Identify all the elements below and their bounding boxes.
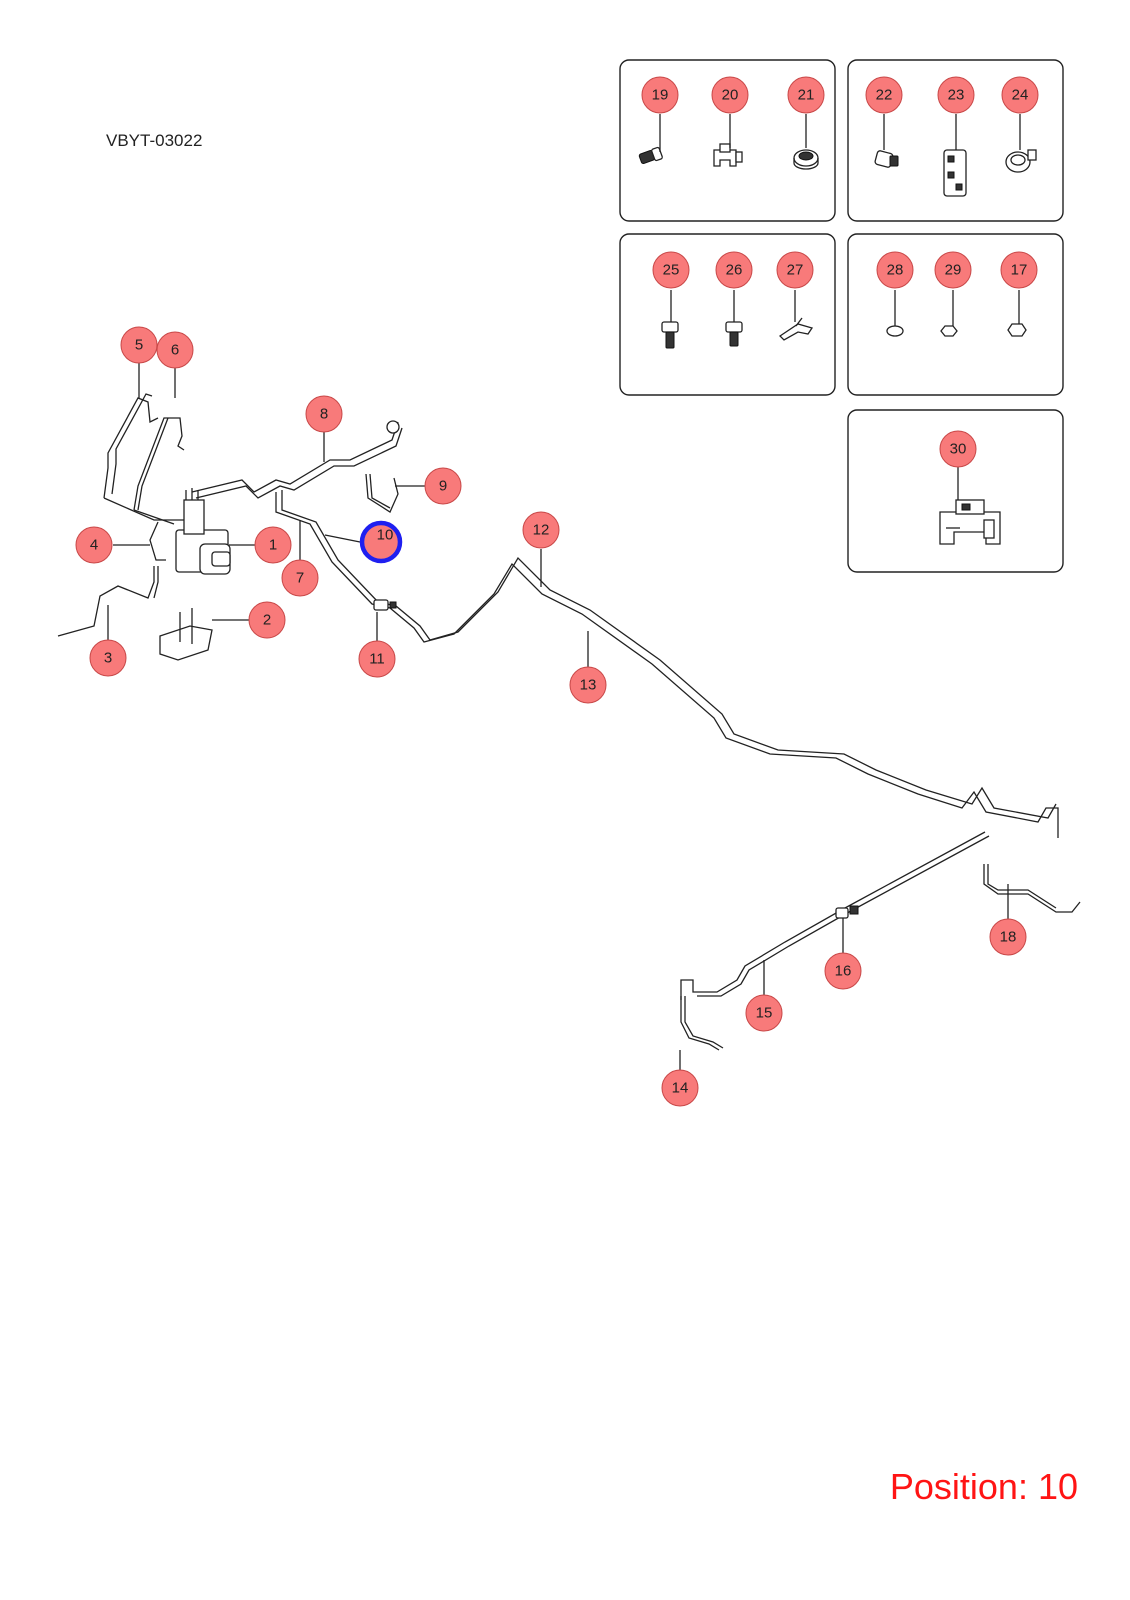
callout-label: 18	[1000, 929, 1017, 946]
callout-label: 22	[876, 87, 893, 104]
callout-7[interactable]: 7	[281, 559, 319, 597]
callout-label: 3	[104, 650, 112, 667]
callout-label: 1	[269, 537, 277, 554]
parts-panels	[619, 59, 1064, 573]
callout-label: 17	[1011, 262, 1028, 279]
callout-17[interactable]: 17	[1000, 251, 1038, 289]
callout-14[interactable]: 14	[661, 1069, 699, 1107]
callout-29[interactable]: 29	[934, 251, 972, 289]
clip-part	[713, 143, 743, 167]
callout-9[interactable]: 9	[424, 467, 462, 505]
callout-3[interactable]: 3	[89, 639, 127, 677]
callout-19[interactable]: 19	[641, 76, 679, 114]
callout-24[interactable]: 24	[1001, 76, 1039, 114]
callout-6[interactable]: 6	[156, 331, 194, 369]
callout-8[interactable]: 8	[305, 395, 343, 433]
abs-modulator-unit	[175, 488, 231, 575]
callout-label: 7	[296, 570, 304, 587]
callout-label: 10	[377, 527, 394, 544]
drawing-code: VBYT-03022	[106, 131, 203, 150]
nut-part	[940, 325, 958, 337]
callout-label: 30	[950, 441, 967, 458]
callout-15[interactable]: 15	[745, 994, 783, 1032]
callout-16[interactable]: 16	[824, 952, 862, 990]
callout-label: 12	[533, 522, 550, 539]
clip-assembly-part	[939, 499, 1001, 545]
bracket-part	[778, 317, 814, 341]
callout-label: 4	[90, 537, 98, 554]
block-part	[943, 149, 967, 197]
callout-18[interactable]: 18	[989, 918, 1027, 956]
callout-20[interactable]: 20	[711, 76, 749, 114]
callout-label: 26	[726, 262, 743, 279]
small-parts	[638, 143, 1037, 545]
callout-label: 6	[171, 342, 179, 359]
line-clip	[373, 599, 397, 611]
callout-26[interactable]: 26	[715, 251, 753, 289]
callout-label: 23	[948, 87, 965, 104]
callout-label: 27	[787, 262, 804, 279]
callout-label: 28	[887, 262, 904, 279]
leader-lines	[107, 114, 1021, 1070]
callout-label: 24	[1012, 87, 1029, 104]
callout-label: 15	[756, 1005, 773, 1022]
ring-clamp-part	[1005, 149, 1037, 173]
callout-label: 5	[135, 337, 143, 354]
callout-2[interactable]: 2	[248, 601, 286, 639]
grommet-part	[793, 149, 819, 170]
callout-label: 29	[945, 262, 962, 279]
callout-5[interactable]: 5	[120, 326, 158, 364]
callout-label: 19	[652, 87, 669, 104]
callout-22[interactable]: 22	[865, 76, 903, 114]
callout-23[interactable]: 23	[937, 76, 975, 114]
callout-30[interactable]: 30	[939, 430, 977, 468]
callout-label: 2	[263, 612, 271, 629]
position-label: Position: 10	[889, 1466, 1078, 1507]
callouts: 1 2 3 4 5 6 7 8 9 10 11 12 13 14 15 16 1…	[75, 76, 1039, 1107]
callout-label: 25	[663, 262, 680, 279]
brake-lines	[57, 393, 1081, 1051]
callout-10[interactable]: 10	[359, 520, 403, 564]
callout-label: 8	[320, 406, 328, 423]
callout-11[interactable]: 11	[358, 640, 396, 678]
callout-27[interactable]: 27	[776, 251, 814, 289]
callout-label: 9	[439, 478, 447, 495]
callout-4[interactable]: 4	[75, 526, 113, 564]
callout-25[interactable]: 25	[652, 251, 690, 289]
callout-1[interactable]: 1	[254, 526, 292, 564]
washer-part	[886, 325, 904, 337]
callout-13[interactable]: 13	[569, 666, 607, 704]
callout-12[interactable]: 12	[522, 511, 560, 549]
callout-21[interactable]: 21	[787, 76, 825, 114]
panel-30	[847, 409, 1064, 573]
callout-label: 21	[798, 87, 815, 104]
callout-label: 11	[369, 651, 385, 668]
callout-28[interactable]: 28	[876, 251, 914, 289]
line-fitting	[835, 905, 859, 919]
bolt-part	[661, 321, 679, 349]
callout-label: 13	[580, 677, 597, 694]
callout-label: 14	[672, 1080, 689, 1097]
abs-bracket	[159, 608, 213, 661]
callout-label: 20	[722, 87, 739, 104]
flange-nut-part	[1007, 323, 1027, 337]
callout-label: 16	[835, 963, 852, 980]
clamp-part	[874, 150, 899, 168]
